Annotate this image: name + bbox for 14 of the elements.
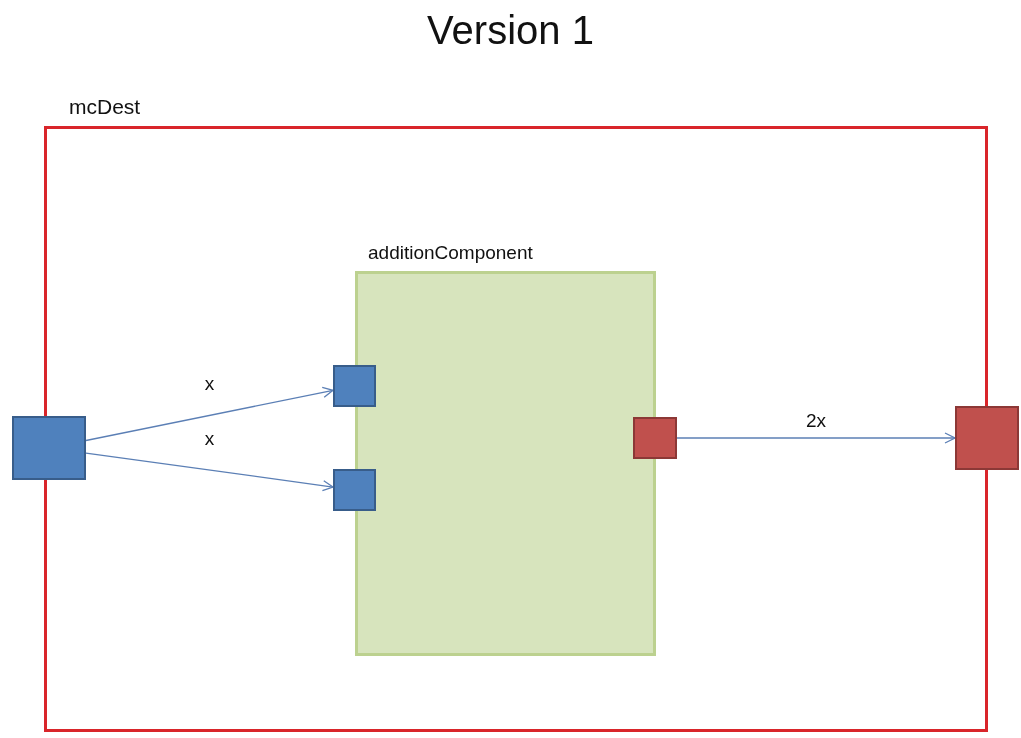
output-port bbox=[633, 417, 677, 459]
arrow bbox=[85, 452, 334, 492]
arrow bbox=[676, 432, 956, 444]
edge-label: 2x bbox=[805, 410, 827, 432]
component-label: additionComponent bbox=[368, 242, 533, 264]
input-port bbox=[333, 365, 376, 407]
input-port bbox=[333, 469, 376, 511]
arrow bbox=[85, 386, 334, 442]
output-port bbox=[955, 406, 1019, 470]
input-port bbox=[12, 416, 86, 480]
title: Version 1 bbox=[426, 8, 595, 53]
edge-label: x bbox=[204, 373, 215, 396]
edge-label: x bbox=[204, 428, 215, 451]
container-label: mcDest bbox=[69, 95, 141, 119]
